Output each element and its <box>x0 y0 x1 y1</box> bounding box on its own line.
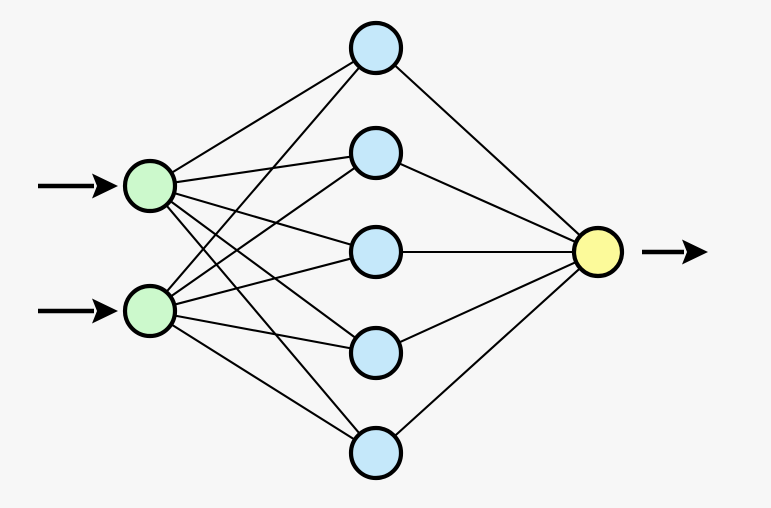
neuron-circle-h5[interactable] <box>348 425 404 481</box>
connection-edge <box>396 260 579 345</box>
arrow-layer <box>38 173 708 324</box>
neuron-circle-i2[interactable] <box>122 283 178 339</box>
neuron-circle-h1[interactable] <box>348 20 404 76</box>
input-arrow-top-icon <box>38 173 118 199</box>
node-hidden-5[interactable] <box>348 425 404 481</box>
neuron-circle-h2[interactable] <box>348 125 404 181</box>
connection-edge <box>168 199 358 340</box>
node-hidden-1[interactable] <box>348 20 404 76</box>
connection-edge <box>172 155 354 184</box>
connection-edge <box>169 322 357 442</box>
node-hidden-4[interactable] <box>348 325 404 381</box>
output-arrow-head <box>682 239 708 265</box>
neuron-circle-i1[interactable] <box>122 158 178 214</box>
node-hidden-3[interactable] <box>348 224 404 280</box>
input-arrow-bottom-icon <box>38 298 118 324</box>
connection-edge <box>164 203 362 436</box>
connection-edge <box>172 257 354 306</box>
connection-edge <box>169 59 357 175</box>
node-input-1[interactable] <box>122 158 178 214</box>
node-output-1[interactable] <box>571 225 625 279</box>
neuron-circle-h3[interactable] <box>348 224 404 280</box>
neuron-circle-o1[interactable] <box>571 225 625 279</box>
connection-edge <box>171 191 355 247</box>
input-arrow-top-head <box>92 173 118 199</box>
node-input-2[interactable] <box>122 283 178 339</box>
output-arrow-icon <box>642 239 708 265</box>
neuron-circle-h4[interactable] <box>348 325 404 381</box>
input-arrow-bottom-head <box>92 298 118 324</box>
connection-edge <box>392 266 583 438</box>
edge-layer <box>164 59 583 442</box>
connection-edge <box>392 63 583 238</box>
node-layer <box>122 20 625 481</box>
connection-edge <box>168 165 358 299</box>
connection-edge <box>164 65 362 294</box>
connection-edge <box>172 314 354 350</box>
connection-edge <box>396 161 579 244</box>
node-hidden-2[interactable] <box>348 125 404 181</box>
